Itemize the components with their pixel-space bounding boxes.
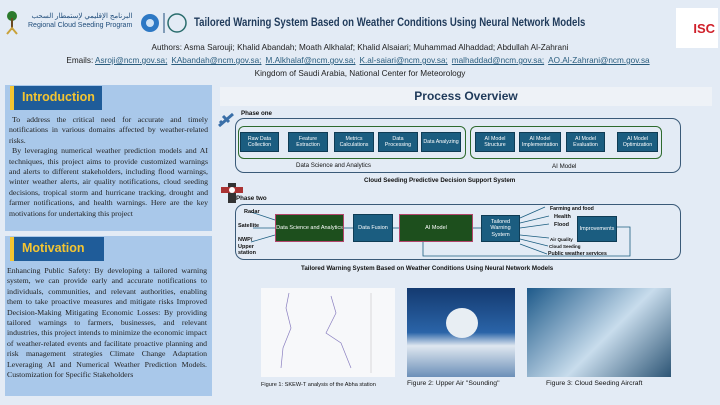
satellite-icon (221, 182, 243, 209)
phase-two-block: Improvements (577, 216, 617, 242)
affiliation: Kingdom of Saudi Arabia, National Center… (254, 69, 466, 78)
email-link[interactable]: KAbandah@ncm.gov.sa; (171, 56, 262, 65)
phase-one-label: Phase one (241, 110, 272, 117)
ds-step-box: Data Analyzing (421, 132, 461, 152)
ai-step-box: AI Model Optimization (617, 132, 658, 152)
phase-two-block: AI Model (399, 214, 473, 242)
figure-3-caption: Figure 3: Cloud Seeding Aircraft (546, 380, 643, 387)
authors: Authors: Asma Sarouji; Khalid Abandah; M… (151, 43, 569, 52)
phase-two-container (235, 204, 681, 260)
data-science-group-label: Data Science and Analytics (296, 162, 371, 169)
email-link[interactable]: malhaddad@ncm.gov.sa; (451, 56, 545, 65)
output-flood: Flood (554, 222, 569, 228)
introduction-heading: Introduction (10, 86, 102, 110)
airplane-icon (217, 112, 235, 133)
input-radar: Radar (244, 209, 260, 215)
email-link[interactable]: Asroji@ncm.gov.sa; (95, 56, 168, 65)
poster-title: Tailored Warning System Based on Weather… (194, 15, 586, 29)
phase-one-container (235, 118, 681, 173)
saudi-emblem-logo (6, 10, 18, 38)
output-cloud-seeding: Cloud Seeding (549, 244, 581, 249)
emails: Emails: Asroji@ncm.gov.sa;KAbandah@ncm.g… (66, 56, 650, 65)
ai-step-box: AI Model Evaluation (566, 132, 605, 152)
ai-model-group-label: AI Model (552, 163, 577, 170)
phase-two-block: Data Fusion (353, 214, 393, 242)
motivation-text: Enhancing Public Safety: By developing a… (7, 266, 207, 380)
email-link[interactable]: AO.Al-Zahrani@ncm.gov.sa (548, 56, 650, 65)
ai-model-group (470, 126, 662, 159)
phase-two-block: Data Science and Analytics (275, 214, 344, 242)
input-nwp-upper-station: NWP/ Upper station (238, 237, 257, 256)
ds-step-box: Raw Data Collection (240, 132, 279, 152)
phase-two-block: Tailored Warning System (481, 215, 520, 242)
program-logo-text: البرنامج الإقليمي لإستمطار السحب Regiona… (28, 13, 133, 29)
ai-step-box: AI Model Implementation (519, 132, 561, 152)
email-link[interactable]: K.al-saiari@ncm.gov.sa; (359, 56, 448, 65)
output-health: Health (554, 214, 571, 220)
process-overview-heading: Process Overview (220, 87, 712, 106)
ds-step-box: Data Processing (378, 132, 418, 152)
data-science-group (238, 126, 466, 159)
motivation-heading: Motivation (10, 237, 104, 261)
phase-two-label: Phase two (236, 195, 267, 202)
figure-2-caption: Figure 2: Upper Air "Sounding" (407, 380, 500, 387)
output-air-quality: Air Quality (550, 237, 573, 242)
figure-sounding-balloon-image (407, 288, 515, 377)
figure-1-caption: Figure 1: SKEW-T analysis of the Abha st… (261, 382, 376, 388)
output-public-weather: Public weather services (548, 251, 607, 257)
phase-one-caption: Cloud Seeding Predictive Decision Suppor… (364, 177, 516, 184)
phase-two-caption: Tailored Warning System Based on Weather… (301, 265, 554, 272)
email-link[interactable]: M.Alkhalaf@ncm.gov.sa; (265, 56, 356, 65)
input-satellite: Satellite (238, 223, 260, 229)
program-logo-icon (140, 11, 188, 40)
ai-step-box: AI Model Structure (475, 132, 515, 152)
phase-two-arrows (250, 206, 631, 257)
figure-aircraft-image (527, 288, 671, 377)
introduction-text: To address the critical need for accurat… (9, 115, 208, 218)
output-farming: Farming and food (550, 206, 594, 212)
figure-skewt-image (261, 288, 395, 377)
motivation-panel (5, 236, 212, 396)
isc-logo: ISC (676, 8, 718, 48)
ds-step-box: Feature Extraction (288, 132, 328, 152)
ds-step-box: Metrics Calculations (334, 132, 374, 152)
